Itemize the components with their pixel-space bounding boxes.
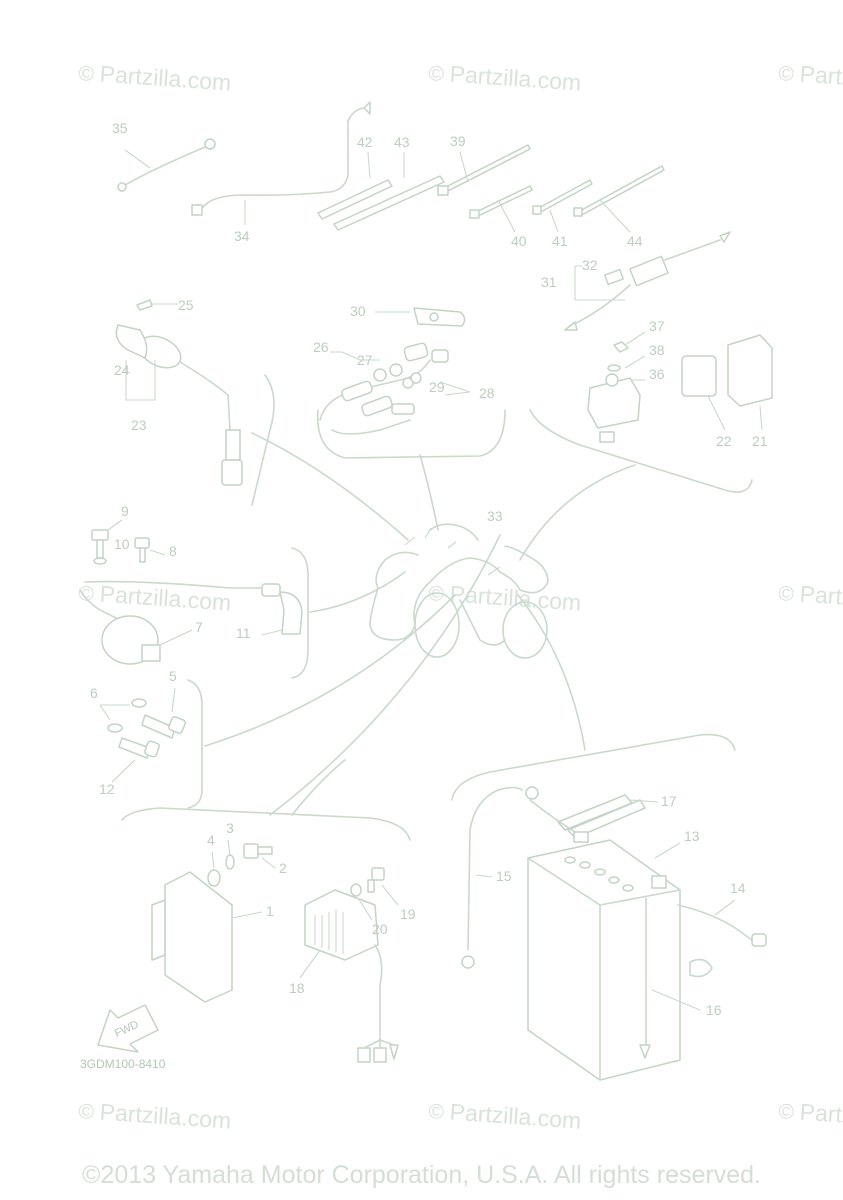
callout-32: 32 <box>582 257 598 273</box>
callout-26: 26 <box>313 339 329 355</box>
part-18-rectifier <box>299 889 399 1063</box>
partzilla-watermark: © Partzilla.com <box>428 1097 582 1134</box>
callout-31: 31 <box>541 274 557 290</box>
part-30-plate <box>375 307 466 327</box>
part-34-lead <box>191 101 371 225</box>
group-brackets <box>121 374 753 841</box>
part-1-cdi <box>151 871 263 1003</box>
callout-17: 17 <box>661 793 677 809</box>
part-4-washer <box>207 851 221 887</box>
callout-18: 18 <box>289 980 305 996</box>
callout-15: 15 <box>496 868 512 884</box>
part-11-cap <box>261 583 303 636</box>
part-14-cable <box>677 899 767 978</box>
callout-3: 3 <box>226 820 234 836</box>
callout-40: 40 <box>511 233 527 249</box>
part-2-bolt <box>243 843 276 869</box>
part-5-sensor <box>131 687 186 739</box>
callout-34: 34 <box>234 228 250 244</box>
callout-42: 42 <box>357 134 373 150</box>
part-26-lead <box>319 342 471 435</box>
part-9-bolt <box>91 519 123 565</box>
callout-22: 22 <box>716 433 732 449</box>
part-22-relay <box>681 355 726 431</box>
callout-30: 30 <box>350 303 366 319</box>
callout-29: 29 <box>429 379 445 395</box>
partzilla-watermark: © Partzilla.com <box>78 59 232 96</box>
callout-25: 25 <box>178 297 194 313</box>
part-42-band <box>317 151 393 220</box>
callout-27: 27 <box>357 352 373 368</box>
callout-1: 1 <box>266 903 274 919</box>
callout-8: 8 <box>169 543 177 559</box>
partzilla-watermark: © Partzilla.com <box>778 59 843 96</box>
callout-13: 13 <box>684 828 700 844</box>
part-7-coil <box>79 580 266 665</box>
callout-20: 20 <box>372 921 388 937</box>
diagram-code: 3GDM100-8410 <box>80 1057 166 1071</box>
routing-lines <box>204 432 636 816</box>
callout-39: 39 <box>450 133 466 149</box>
callout-14: 14 <box>730 880 746 896</box>
callout-41: 41 <box>552 233 568 249</box>
part-20-washer <box>350 883 373 921</box>
partzilla-watermark: © Partzilla.com <box>778 1097 843 1134</box>
callout-2: 2 <box>279 860 287 876</box>
partzilla-watermark: © Partzilla.com <box>78 1097 232 1134</box>
part-21-cover <box>727 334 773 431</box>
callout-36: 36 <box>649 366 665 382</box>
callout-7: 7 <box>195 619 203 635</box>
callout-43: 43 <box>394 134 410 150</box>
callout-12: 12 <box>99 781 115 797</box>
part-41-tie <box>532 179 593 233</box>
copyright-notice: ©2013 Yamaha Motor Corporation, U.S.A. A… <box>82 1161 761 1189</box>
callout-9: 9 <box>121 503 129 519</box>
part-36-relay <box>587 331 646 443</box>
callout-44: 44 <box>627 233 643 249</box>
part-43-band <box>333 152 445 231</box>
callout-35: 35 <box>112 120 128 136</box>
callout-23: 23 <box>131 417 147 433</box>
part-19-bolt <box>367 867 399 906</box>
part-15-cable <box>461 786 589 969</box>
callout-11: 11 <box>236 625 251 641</box>
part-12-sensor <box>99 704 160 783</box>
callout-33: 33 <box>487 508 503 524</box>
vehicle-outline <box>369 523 549 659</box>
part-17-band <box>557 794 659 839</box>
part-16-vent <box>639 897 701 1059</box>
part-44-tie <box>573 165 665 233</box>
part-13-battery <box>527 839 681 1081</box>
callout-37: 37 <box>649 318 665 334</box>
part-8-bolt <box>134 537 166 563</box>
callout-28: 28 <box>479 385 495 401</box>
part-31-switch <box>564 231 731 331</box>
part-3-washer <box>225 839 235 870</box>
callout-4: 4 <box>207 832 215 848</box>
callout-19: 19 <box>400 906 416 922</box>
part-39-tie <box>437 144 531 196</box>
partzilla-watermark: © Partzilla.com <box>778 579 843 616</box>
callout-38: 38 <box>649 342 665 358</box>
callout-6: 6 <box>90 685 98 701</box>
part-40-clip <box>469 185 533 233</box>
callout-5: 5 <box>169 668 177 684</box>
callout-21: 21 <box>752 433 768 449</box>
callout-10: 10 <box>114 536 130 552</box>
part-24-plug-cap <box>115 299 243 486</box>
part-35-wire <box>117 138 216 192</box>
fwd-arrow-icon: FWD <box>97 1004 159 1053</box>
callout-24: 24 <box>114 362 130 378</box>
callout-16: 16 <box>706 1002 722 1018</box>
partzilla-watermark: © Partzilla.com <box>428 579 582 616</box>
partzilla-watermark: © Partzilla.com <box>428 59 582 96</box>
